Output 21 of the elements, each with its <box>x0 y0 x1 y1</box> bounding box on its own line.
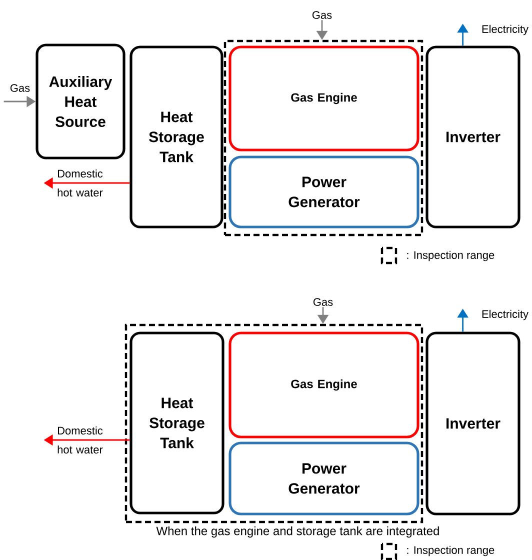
generator-box: Power Generator <box>228 442 420 516</box>
inverter-box: Inverter <box>426 332 520 516</box>
flow-label: Domestic hot water <box>58 426 103 454</box>
tank-box: Heat Storage Tank <box>130 46 224 228</box>
flow-label: Gas <box>312 11 332 19</box>
legend-text: : Inspection range <box>407 250 494 262</box>
engine-box: Gas Engine <box>228 46 420 152</box>
engine-box: Gas Engine <box>228 332 420 438</box>
flow-label: Gas <box>313 298 333 306</box>
inspection-range-box <box>124 324 424 524</box>
flow-label: Domestic hot water <box>58 169 103 197</box>
flow-label: Gas <box>10 84 30 92</box>
inspection-range-box <box>224 40 424 236</box>
flow-label: Electricity <box>482 24 528 36</box>
caption: When the gas engine and storage tank are integrated <box>156 526 439 538</box>
generator-box: Power Generator <box>228 156 420 228</box>
flow-label: Electricity <box>482 310 528 320</box>
tank-box: Heat Storage Tank <box>130 332 224 514</box>
heat-source-box: Auxiliary Heat Source <box>36 44 126 160</box>
legend-text: : Inspection range <box>407 546 494 556</box>
inverter-box: Inverter <box>426 46 520 228</box>
